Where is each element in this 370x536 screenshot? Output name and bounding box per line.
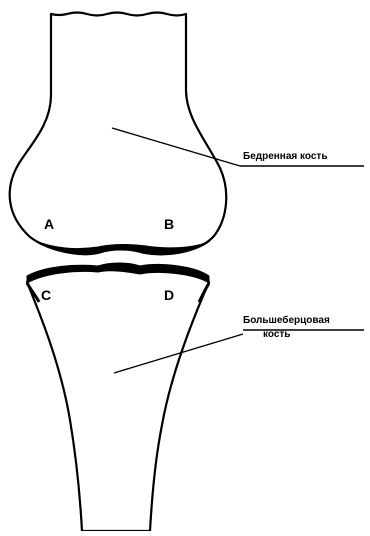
point-c-label: C [41,287,51,303]
point-b-label: B [164,216,174,232]
tibia-outline [27,269,209,531]
point-a-label: A [44,216,54,232]
tibia-label-line2: кость [263,329,290,341]
point-d-label: D [164,287,174,303]
tibia-label-line1: Большеберцовая [243,315,330,327]
femur-outline [10,13,227,254]
femur-label: Бедренная кость [243,151,327,163]
